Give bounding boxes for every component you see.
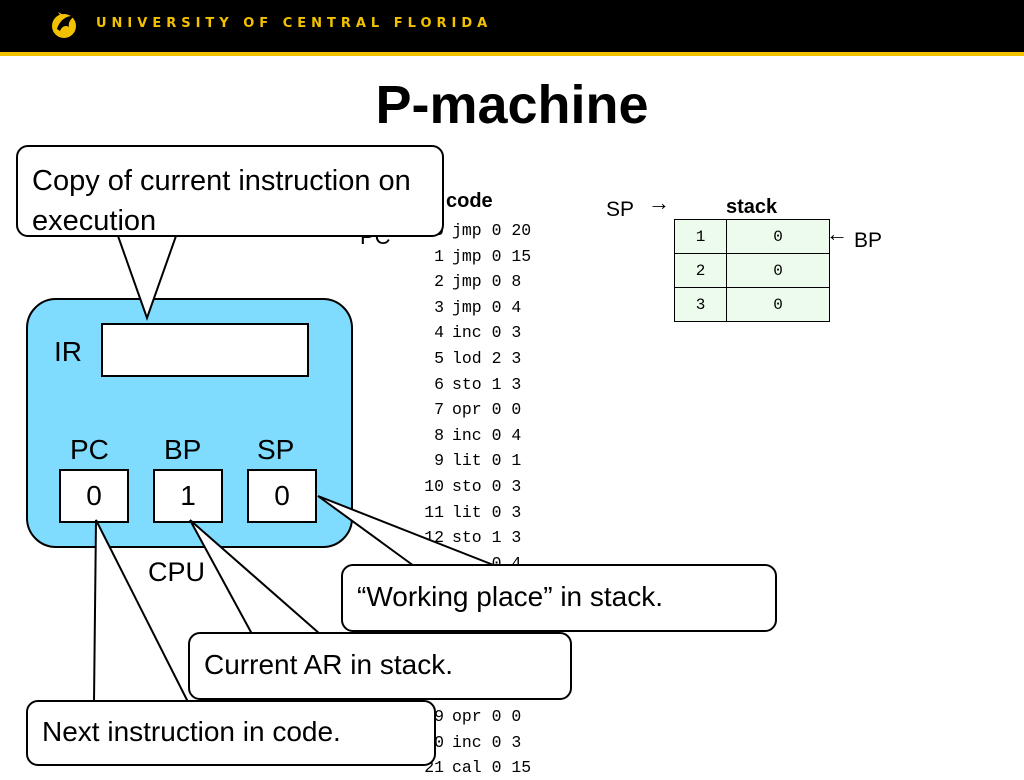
code-instruction: sto 0 3	[452, 477, 522, 496]
cpu-label: CPU	[148, 557, 206, 587]
bp-register: 1	[153, 469, 223, 523]
code-row: 10 sto 0 3	[404, 474, 604, 499]
pc-label: PC	[70, 434, 109, 465]
ir-register	[101, 323, 309, 377]
code-instruction: inc 0 3	[452, 323, 522, 343]
code-instruction: jmp 0 15	[452, 246, 532, 266]
stack-value: 0	[726, 219, 830, 254]
code-line-number: 7	[434, 400, 444, 420]
code-line-number: 6	[434, 374, 444, 394]
code-heading: code	[446, 190, 493, 212]
stack-bp-label: BP	[854, 229, 883, 252]
pc-register: 0	[59, 469, 129, 523]
pc-callout: Next instruction in code.	[26, 700, 436, 766]
code-row: 9 lit 0 1	[404, 448, 604, 473]
code-line-number: 5	[434, 349, 444, 368]
code-instruction: jmp 0 20	[452, 221, 532, 240]
code-line-number: 1	[434, 246, 444, 266]
university-name: UNIVERSITY OF CENTRAL FLORIDA	[96, 16, 493, 31]
stack-row: 2 0	[674, 253, 830, 288]
code-instruction: opr 0 0	[452, 400, 522, 420]
code-row: 6 sto 1 3	[404, 372, 604, 397]
code-instruction: lit 0 3	[452, 502, 522, 522]
code-row: 3 jmp 0 4	[404, 295, 604, 320]
stack-table: 1 0 2 0 3 0	[674, 219, 830, 322]
code-instruction: sto 1 3	[452, 374, 522, 394]
code-row: 1 jmp 0 15	[404, 244, 604, 269]
code-instruction: opr 0 0	[452, 707, 522, 726]
code-instruction: lod 2 3	[452, 349, 522, 368]
stack-index: 2	[674, 253, 727, 288]
code-line-number: 3	[434, 297, 444, 317]
sp-label: SP	[257, 434, 295, 465]
stack-heading: stack	[726, 196, 778, 218]
code-row: 5 lod 2 3	[404, 346, 604, 371]
code-line-number: 2	[434, 272, 444, 292]
code-line-number: 4	[434, 323, 444, 343]
stack-index: 3	[674, 287, 727, 322]
code-instruction: inc 0 3	[452, 732, 522, 752]
code-instruction: sto 1 3	[452, 528, 522, 548]
stack-row: 1 0	[674, 219, 830, 254]
slide-title: P-machine	[375, 75, 649, 135]
code-row: 2 jmp 0 8	[404, 269, 604, 294]
stack-row: 3 0	[674, 287, 830, 322]
pegasus-logo-icon	[48, 9, 80, 41]
ir-pointer	[118, 236, 176, 318]
sp-callout: “Working place” in stack.	[341, 564, 777, 632]
code-row: 8 inc 0 4	[404, 423, 604, 448]
sp-register: 0	[247, 469, 317, 523]
code-row: 4 inc 0 3	[404, 320, 604, 345]
code-row: 11 lit 0 3	[404, 500, 604, 525]
code-line-number: 10	[424, 477, 444, 496]
header-bar: UNIVERSITY OF CENTRAL FLORIDA	[0, 0, 1024, 52]
stack-value: 0	[726, 287, 830, 322]
code-instruction: jmp 0 8	[452, 272, 522, 292]
code-instruction: jmp 0 4	[452, 297, 522, 317]
code-instruction: inc 0 4	[452, 425, 522, 445]
code-instruction: lit 0 1	[452, 451, 522, 471]
sp-arrow-icon: →	[648, 190, 670, 215]
code-row: 7 opr 0 0	[404, 397, 604, 422]
stack-sp-label: SP	[606, 198, 635, 221]
ir-label: IR	[54, 336, 82, 367]
code-line-number: 9	[434, 451, 444, 471]
bp-callout: Current AR in stack.	[188, 632, 572, 700]
code-line-number: 11	[424, 502, 444, 522]
code-line-number: 8	[434, 425, 444, 445]
bp-label: BP	[164, 434, 202, 465]
ir-callout: Copy of current instruction on execution	[16, 145, 444, 237]
bp-arrow-icon: ←	[826, 221, 848, 246]
header-accent-rule	[0, 52, 1024, 56]
